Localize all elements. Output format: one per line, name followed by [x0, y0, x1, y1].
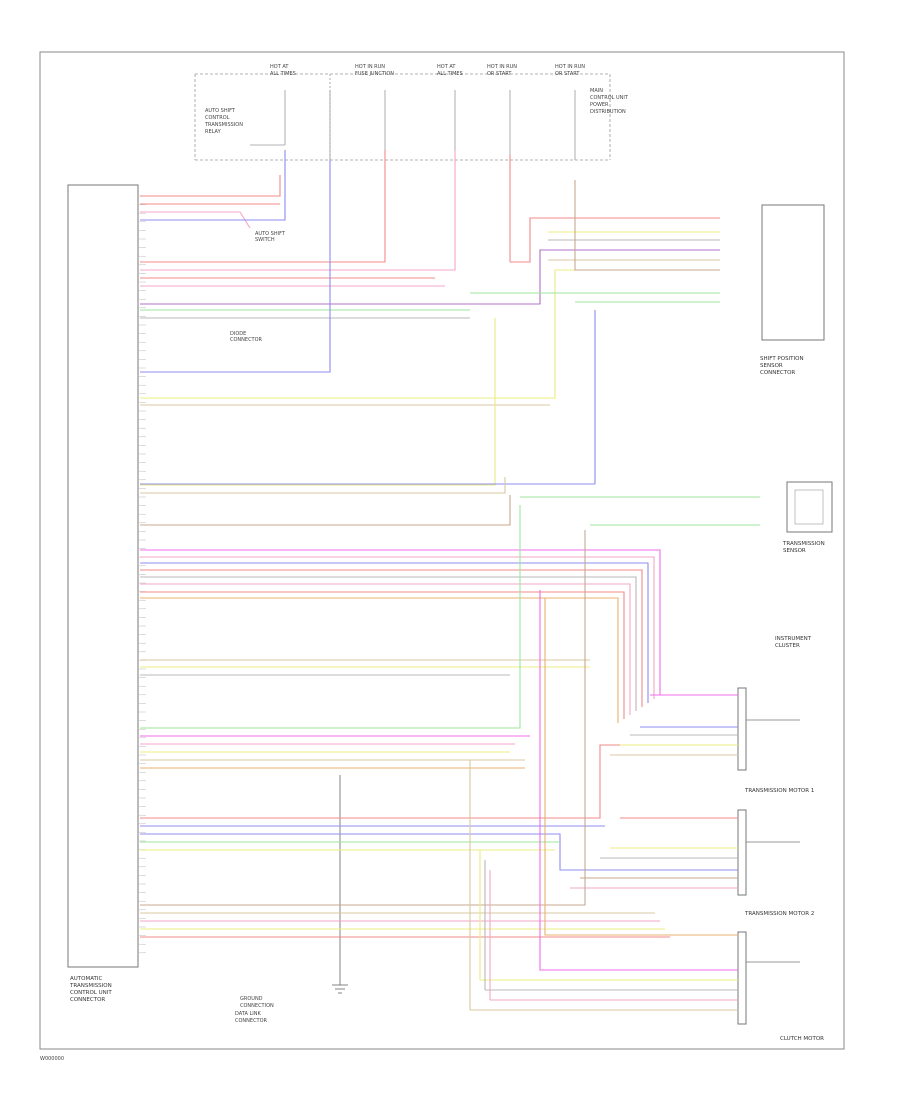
wire-26 — [140, 477, 506, 494]
tcm-label-2: TRANSMISSION — [69, 983, 112, 989]
wire-36 — [140, 591, 625, 719]
data-link-label-2: CONNECTOR — [235, 1018, 268, 1024]
svg-text:OR START: OR START — [487, 71, 512, 77]
tcm-connector — [67, 184, 139, 968]
svg-text:HOT IN RUN: HOT IN RUN — [487, 64, 517, 70]
wires — [140, 150, 760, 1011]
wire-47 — [140, 744, 738, 819]
svg-text:ALL TIMES: ALL TIMES — [437, 71, 463, 77]
transmission-sensor — [786, 481, 833, 533]
svg-text:ALL TIMES: ALL TIMES — [270, 71, 296, 77]
wire-49 — [140, 833, 738, 871]
wire-5 — [140, 150, 386, 263]
ground-label-1: GROUND — [240, 996, 263, 1002]
wire-6 — [140, 150, 456, 271]
svg-text:AUTO SHIFT: AUTO SHIFT — [205, 108, 236, 114]
wire-32 — [140, 562, 649, 703]
wire-4 — [140, 150, 286, 221]
svg-text:POWER: POWER — [590, 102, 609, 108]
svg-text:DISTRIBUTION: DISTRIBUTION — [590, 109, 626, 115]
instrument-cluster-label-2: CLUSTER — [775, 643, 800, 649]
svg-text:CONTROL: CONTROL — [205, 115, 230, 121]
transmission-motor-1-connector — [737, 687, 747, 771]
shift-position-sensor-connector — [761, 204, 825, 341]
transmission-sensor-label-2: SENSOR — [783, 548, 806, 554]
diode-label-2: CONNECTOR — [230, 337, 263, 343]
tcm-label-3: CONTROL UNIT — [70, 990, 112, 996]
transmission-sensor-body — [794, 489, 824, 525]
wire-23 — [140, 318, 496, 486]
svg-text:HOT AT: HOT AT — [437, 64, 456, 70]
tcm-pin-labels — [138, 195, 146, 954]
data-link-label-1: DATA LINK — [235, 1011, 261, 1017]
wire-9 — [140, 249, 720, 305]
wire-27 — [140, 495, 511, 526]
wire-1 — [140, 175, 281, 197]
ground-label-2: CONNECTION — [240, 1003, 274, 1009]
svg-text:OR START: OR START — [555, 71, 580, 77]
fuse-switch-label-2: SWITCH — [255, 237, 275, 243]
wire-33 — [140, 569, 643, 707]
instrument-cluster-label-1: INSTRUMENT — [775, 636, 812, 642]
wire-34 — [140, 576, 637, 711]
wire-37 — [140, 597, 619, 723]
wire-62 — [140, 530, 586, 906]
wire-13 — [140, 269, 720, 399]
wire-67 — [544, 598, 738, 936]
tcm-label-4: CONNECTOR — [70, 997, 105, 1003]
svg-text:FUSE JUNCTION: FUSE JUNCTION — [355, 71, 394, 77]
fuse-block — [194, 73, 611, 161]
transmission-sensor-label-1: TRANSMISSION — [782, 541, 825, 547]
wire-3 — [140, 211, 251, 229]
svg-text:RELAY: RELAY — [205, 129, 222, 135]
wire-30 — [140, 549, 661, 695]
diode-label-1: DIODE — [230, 331, 246, 337]
wire-35 — [140, 583, 631, 715]
wire-41 — [140, 505, 521, 729]
wire-20 — [574, 180, 720, 271]
wire-12 — [140, 160, 331, 373]
diagram-id: W000000 — [40, 1056, 64, 1062]
transmission-motor-2-label: TRANSMISSION MOTOR 2 — [744, 911, 814, 917]
shift-position-label-2: SENSOR — [760, 363, 783, 369]
transmission-motor-2-connector — [737, 809, 747, 896]
clutch-motor-connector — [737, 931, 747, 1025]
svg-text:HOT AT: HOT AT — [270, 64, 289, 70]
tcm-label-1: AUTOMATIC — [70, 976, 103, 982]
shift-position-label-3: CONNECTOR — [760, 370, 795, 376]
ground-symbol — [332, 775, 348, 994]
wire-16 — [510, 217, 720, 263]
clutch-motor-label: CLUTCH MOTOR — [780, 1036, 824, 1042]
diagram-frame — [39, 51, 845, 1050]
shift-position-label-1: SHIFT POSITION — [760, 356, 804, 362]
svg-text:MAIN: MAIN — [590, 88, 603, 94]
svg-text:TRANSMISSION: TRANSMISSION — [204, 122, 243, 128]
wire-68 — [539, 590, 738, 971]
transmission-motor-1-label: TRANSMISSION MOTOR 1 — [744, 788, 814, 794]
fuse-switch-label-1: AUTO SHIFT — [255, 231, 286, 237]
svg-text:HOT IN RUN: HOT IN RUN — [355, 64, 385, 70]
svg-text:CONTROL UNIT: CONTROL UNIT — [590, 95, 629, 101]
svg-text:HOT IN RUN: HOT IN RUN — [555, 64, 585, 70]
wire-31 — [140, 556, 655, 699]
